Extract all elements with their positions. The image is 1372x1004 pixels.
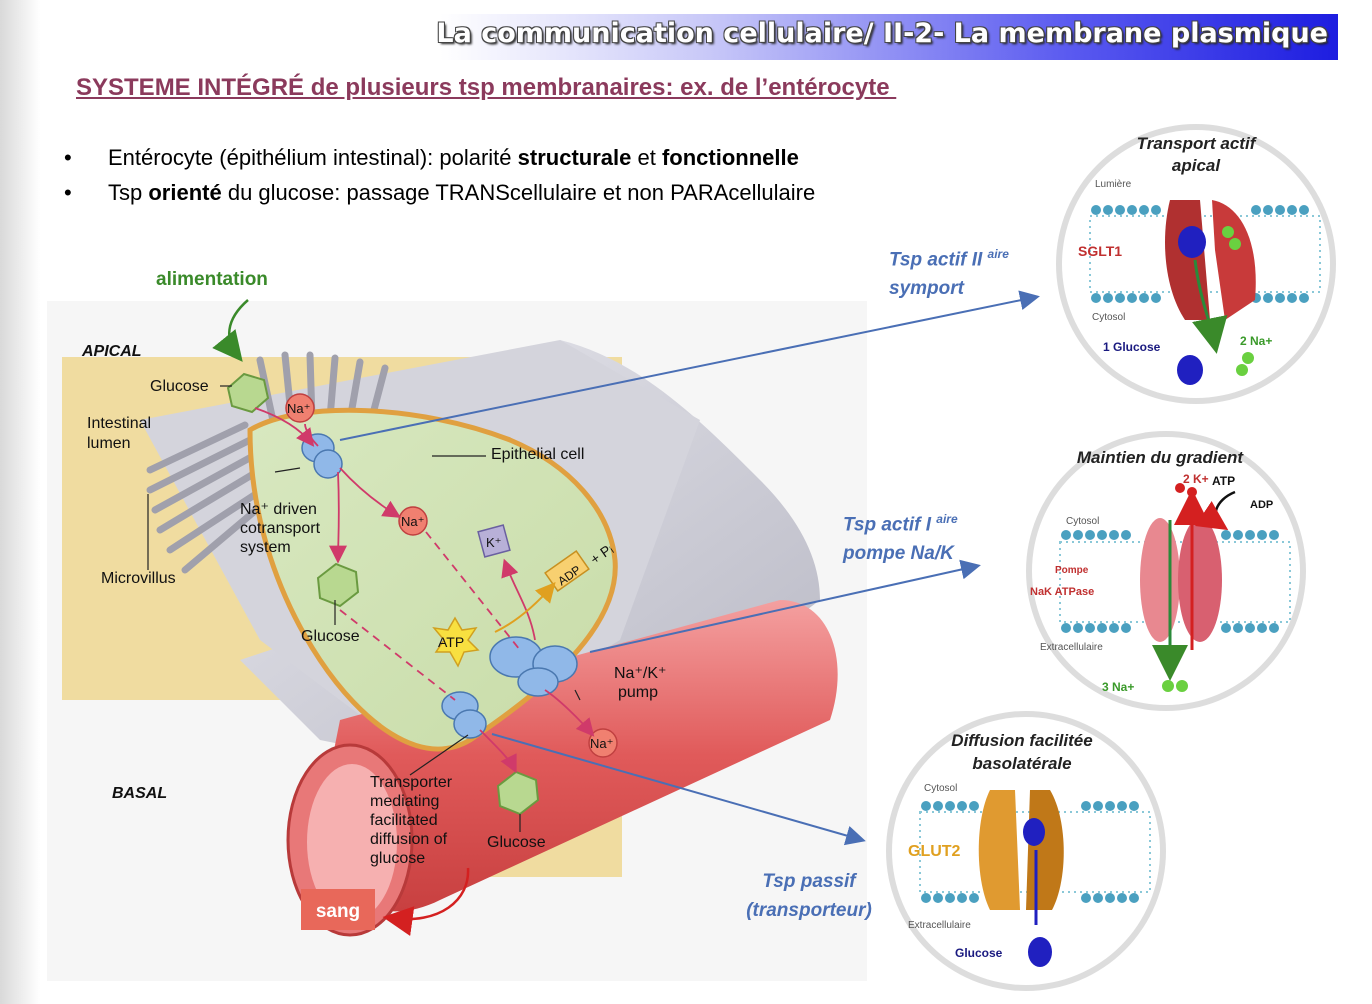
adp-box xyxy=(544,550,590,592)
glut-title-2: basolatérale xyxy=(972,754,1071,773)
na-label-blood: Na⁺ xyxy=(590,736,613,751)
na-driven-label-1: Na⁺ driven xyxy=(240,501,317,518)
tag-passive: Tsp passif (transporteur) xyxy=(746,871,872,921)
glut-extra: Extracellulaire xyxy=(908,920,971,931)
title-part-2: II-2- La membrane plasmique xyxy=(873,18,1328,49)
pump-protein-2: NaK ATPase xyxy=(1030,586,1094,598)
sglt-lumiere: Lumière xyxy=(1095,179,1132,190)
transporter-label-1: Transporter xyxy=(370,774,453,791)
atp-star xyxy=(432,616,480,668)
na-k-pump xyxy=(489,636,578,697)
alimentation-arrow xyxy=(212,299,249,362)
transporter-label-2: mediating xyxy=(370,793,439,810)
sang-arrow xyxy=(382,867,470,936)
k-ion xyxy=(477,524,511,558)
pump-label-2: pump xyxy=(618,684,658,701)
glut-cytosol: Cytosol xyxy=(924,783,957,794)
transporter-label-4: diffusion of xyxy=(370,831,448,848)
microvillus-label: Microvillus xyxy=(101,570,176,587)
pump-protein-1: Pompe xyxy=(1055,565,1089,576)
na-ion-apical xyxy=(285,393,315,423)
header-banner xyxy=(440,14,1338,60)
slide-title: La communication cellulaire/ II-2- La me… xyxy=(436,18,1328,49)
bullet-item: • Entérocyte (épithélium intestinal): po… xyxy=(64,140,815,175)
alimentation-label: alimentation xyxy=(156,269,268,290)
atp-label: ATP xyxy=(438,634,464,650)
inset-glut2: Diffusion facilitée basolatérale Cytosol… xyxy=(886,711,1166,991)
bullet-text: Entérocyte (épithélium intestinal): pola… xyxy=(108,145,799,170)
epithelial-cell-label: Epithelial cell xyxy=(491,446,584,463)
glucose-label-cell: Glucose xyxy=(301,628,360,645)
transporter-label-3: facilitated xyxy=(370,812,438,829)
blood-vessel xyxy=(320,600,838,912)
callout-arrows xyxy=(339,290,1040,846)
na-ion-blood xyxy=(588,728,618,758)
apical-label: APICAL xyxy=(81,343,142,360)
glut-transporter xyxy=(441,691,487,739)
inset-sglt1: Transport actif apical Lumière SGLT1 Cyt… xyxy=(1056,124,1336,404)
bullet-text: Tsp orienté du glucose: passage TRANScel… xyxy=(108,180,816,205)
sglt-cytosol: Cytosol xyxy=(1092,312,1125,323)
intestinal-label: Intestinal xyxy=(87,415,151,432)
sglt-protein: SGLT1 xyxy=(1078,243,1122,259)
lumen-label: lumen xyxy=(87,435,131,452)
glut-glucose: Glucose xyxy=(955,946,1003,960)
pump-adp: ADP xyxy=(1250,499,1273,511)
na-label-cell: Na⁺ xyxy=(401,514,424,529)
basal-label: BASAL xyxy=(112,785,167,802)
bullet-dot-icon: • xyxy=(64,180,72,205)
glucose-hexagon-apical xyxy=(226,372,270,414)
sglt-glucose: 1 Glucose xyxy=(1103,340,1161,354)
glucose-label-apical: Glucose xyxy=(150,378,209,395)
vessel-lumen xyxy=(307,764,397,920)
sglt-title-2: apical xyxy=(1172,156,1221,175)
slide-subtitle: SYSTEME INTÉGRÉ de plusieurs tsp membran… xyxy=(76,74,897,101)
bullet-item: • Tsp orienté du glucose: passage TRANSc… xyxy=(64,175,815,210)
bullet-dot-icon: • xyxy=(64,145,72,170)
title-part-1: La communication cellulaire/ xyxy=(436,18,874,49)
transporter-label-5: glucose xyxy=(370,850,425,867)
sglt-title-1: Transport actif xyxy=(1137,134,1258,153)
atp-arrow xyxy=(494,581,556,633)
bullet-list: • Entérocyte (épithélium intestinal): po… xyxy=(64,140,815,210)
na-driven-label-3: system xyxy=(240,539,291,556)
transport-arrows xyxy=(254,407,595,774)
pump-title: Maintien du gradient xyxy=(1077,448,1245,467)
k-label: K⁺ xyxy=(486,535,502,550)
glucose-hexagon-cell xyxy=(316,562,360,608)
sang-box xyxy=(301,889,375,930)
glucose-label-blood: Glucose xyxy=(487,834,546,851)
na-ion-cell xyxy=(398,506,428,536)
inset-na-k-pump: Maintien du gradient 2 K+ ATP ADP Cytoso… xyxy=(1026,431,1306,711)
tag-symport: Tsp actif II aire symport xyxy=(889,247,1009,300)
na-driven-label-2: cotransport xyxy=(240,520,321,537)
glut-title-1: Diffusion facilitée xyxy=(951,731,1092,750)
glut-protein: GLUT2 xyxy=(908,843,961,860)
pump-na: 3 Na+ xyxy=(1102,680,1134,694)
pump-k: 2 K+ xyxy=(1183,472,1209,486)
slide-left-shadow xyxy=(0,0,40,1004)
pump-atp: ATP xyxy=(1212,474,1235,488)
label-leaders xyxy=(147,385,581,832)
pump-cytosol: Cytosol xyxy=(1066,516,1099,527)
pump-extra: Extracellulaire xyxy=(1040,642,1103,653)
pump-label-1: Na⁺/K⁺ xyxy=(614,665,666,682)
tag-pump: Tsp actif I aire pompe Na/K xyxy=(843,512,958,565)
sglt-na: 2 Na+ xyxy=(1240,334,1272,348)
na-label-apical: Na⁺ xyxy=(287,401,310,416)
sang-label: sang xyxy=(316,901,360,922)
